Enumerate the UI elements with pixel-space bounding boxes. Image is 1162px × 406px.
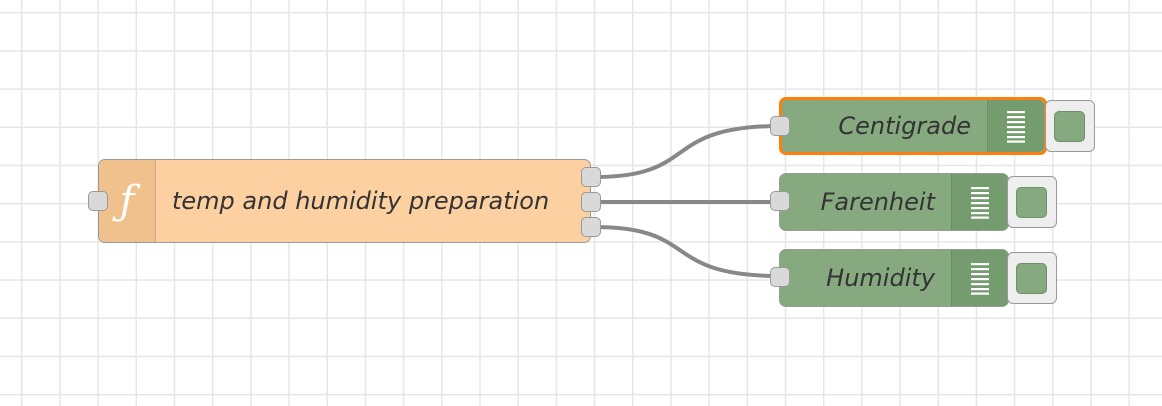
wire-to-humidity[interactable] <box>593 225 782 278</box>
humidity-input-port[interactable] <box>770 267 790 287</box>
function-icon-box: ƒ <box>99 160 156 242</box>
list-lines-icon <box>971 187 989 219</box>
debug-node-centigrade[interactable]: Centigrade <box>779 97 1047 155</box>
list-lines-icon <box>1007 111 1025 143</box>
debug-node-farenheit[interactable]: Farenheit <box>779 173 1009 231</box>
debug-node-label: Centigrade <box>838 112 971 140</box>
debug-node-label: Humidity <box>826 264 935 292</box>
toggle-indicator <box>1016 263 1047 294</box>
function-icon: ƒ <box>119 178 135 224</box>
function-output-port-3[interactable] <box>581 217 601 237</box>
list-lines-icon <box>971 263 989 295</box>
toggle-indicator <box>1016 187 1047 218</box>
function-input-port[interactable] <box>88 191 108 211</box>
farenheit-input-port[interactable] <box>770 191 790 211</box>
farenheit-debug-toggle-button[interactable] <box>1007 176 1057 228</box>
toggle-indicator <box>1054 111 1085 142</box>
debug-icon-box <box>951 250 1008 306</box>
function-node[interactable]: ƒ temp and humidity preparation <box>98 159 591 243</box>
debug-node-label: Farenheit <box>820 188 935 216</box>
humidity-debug-toggle-button[interactable] <box>1007 252 1057 304</box>
function-output-port-2[interactable] <box>581 192 601 212</box>
centigrade-input-port[interactable] <box>770 116 790 136</box>
function-output-port-1[interactable] <box>581 167 601 187</box>
centigrade-debug-toggle-button[interactable] <box>1045 100 1095 152</box>
debug-node-humidity[interactable]: Humidity <box>779 249 1009 307</box>
debug-icon-box <box>987 100 1044 152</box>
wire-to-centigrade[interactable] <box>593 124 782 179</box>
debug-icon-box <box>951 174 1008 230</box>
function-node-label: temp and humidity preparation <box>172 187 550 215</box>
